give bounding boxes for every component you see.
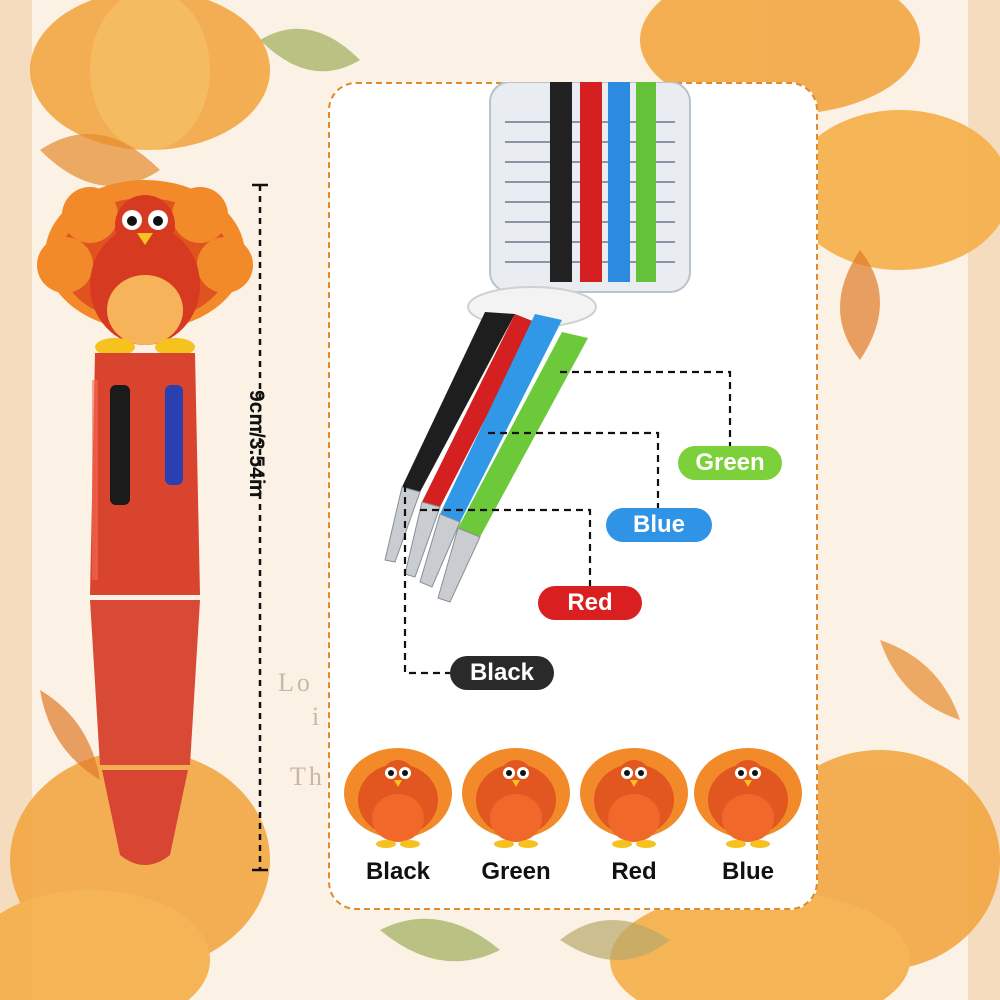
- turkey-topper-item: Red: [576, 738, 692, 888]
- turkey-label: Red: [611, 858, 657, 885]
- refill-tag-red: Red: [538, 586, 642, 620]
- background-text-line3: Th: [290, 762, 325, 791]
- pumpkin-bottom-right: [610, 750, 1000, 1000]
- background-text-line1: Lo: [278, 668, 313, 697]
- turkey-topper-icon: [694, 748, 802, 848]
- pumpkin-top-right: [640, 0, 1000, 270]
- refill-tag-blue: Blue: [606, 508, 712, 542]
- turkey-topper-row: Black Green Red: [340, 738, 810, 888]
- dimension-label: 9cm/3.54in: [245, 390, 268, 498]
- turkey-label: Green: [481, 858, 551, 885]
- background-text-line2: i: [312, 702, 323, 731]
- turkey-label: Blue: [721, 858, 774, 885]
- refill-cutaway-illustration: [384, 82, 691, 603]
- turkey-topper-item: Blue: [690, 738, 806, 888]
- turkey-topper-item: Black: [340, 738, 456, 888]
- refill-tag-green: Green: [678, 446, 782, 480]
- turkey-pen-product: [37, 180, 253, 865]
- turkey-topper-icon: [462, 748, 570, 848]
- refill-tag-black: Black: [450, 656, 554, 690]
- leaves: [40, 28, 960, 962]
- pumpkin-top-left: [30, 0, 270, 150]
- height-dimension-line: [252, 183, 268, 872]
- turkey-label: Black: [365, 858, 431, 885]
- turkey-topper-icon: [344, 748, 452, 848]
- turkey-topper-icon: [580, 748, 688, 848]
- turkey-topper-item: Green: [458, 738, 574, 888]
